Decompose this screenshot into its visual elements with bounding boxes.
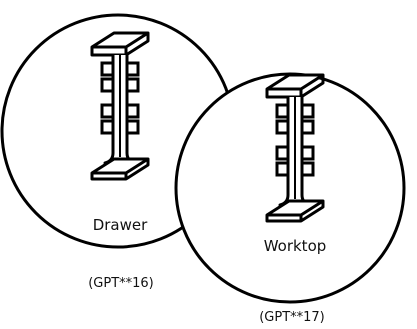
drawer-part-code: (GPT**16) — [88, 276, 154, 291]
drawer-label: Drawer — [93, 216, 148, 234]
worktop-label: Worktop — [264, 237, 327, 255]
worktop-callout: Worktop — [174, 72, 406, 304]
worktop-part-code: (GPT**17) — [259, 310, 325, 325]
